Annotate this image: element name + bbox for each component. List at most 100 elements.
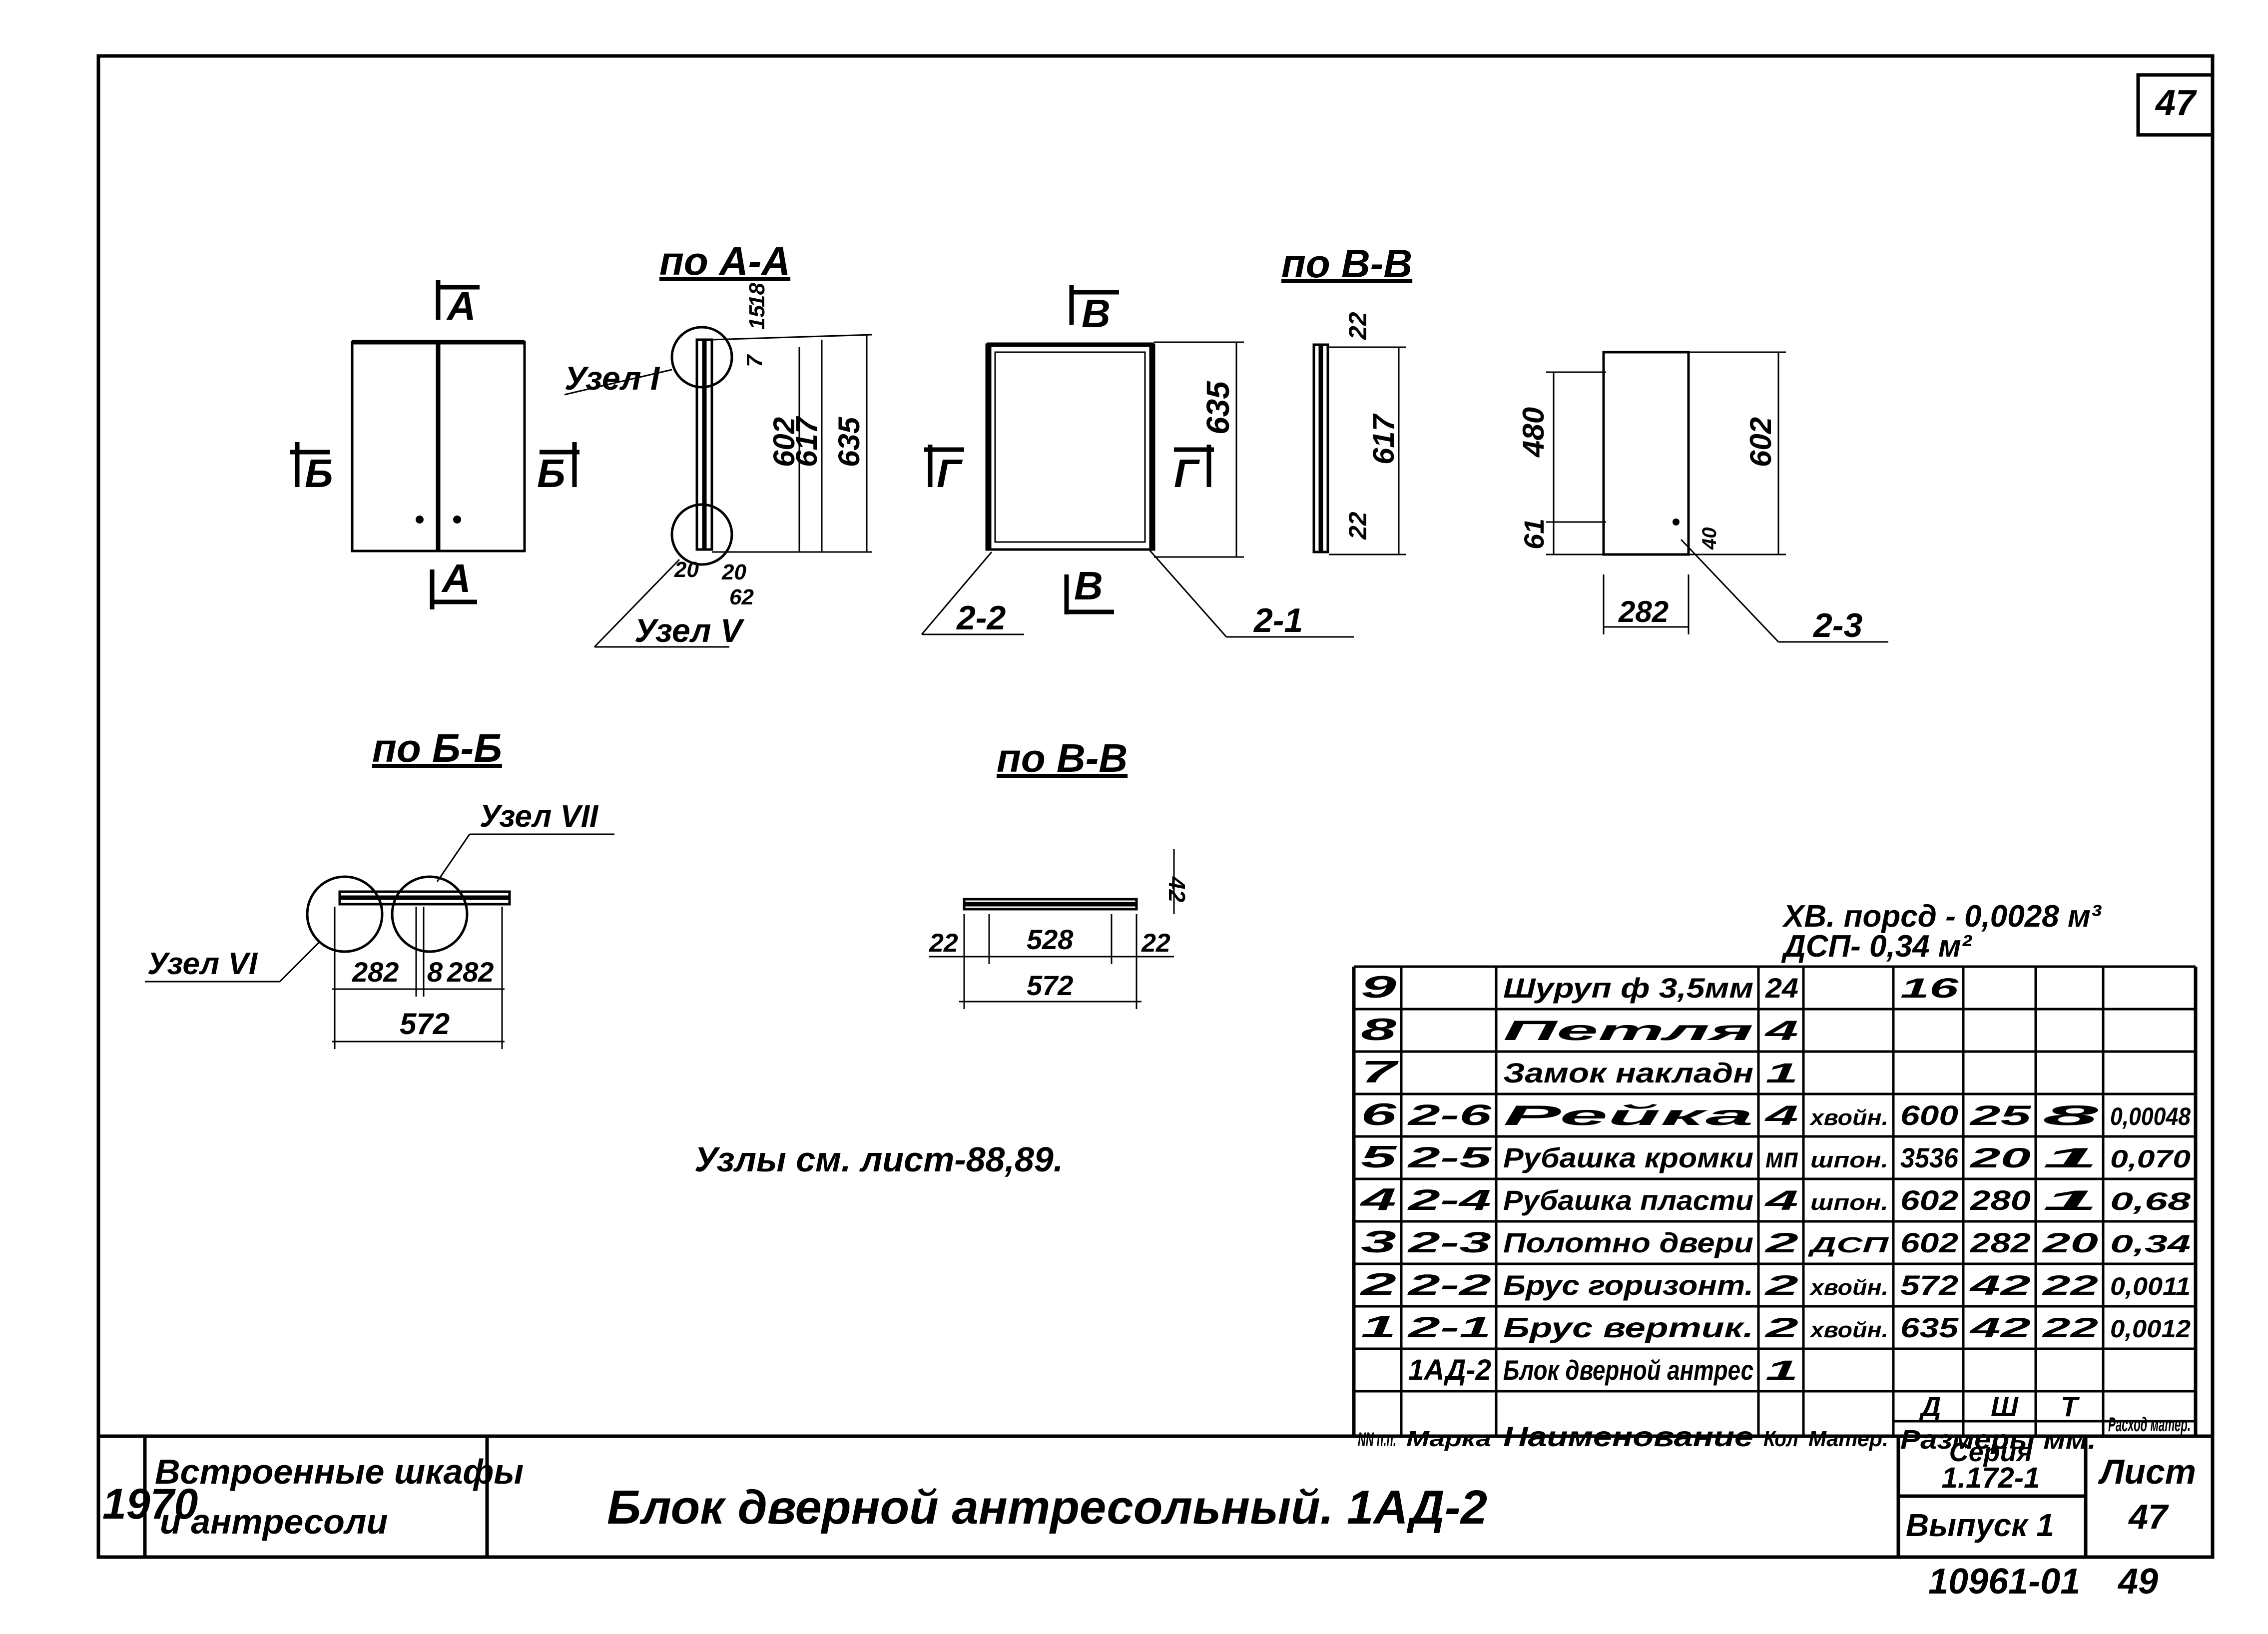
dim-15: 15 (745, 305, 769, 330)
spec-table-cell: 2-1 (1407, 1311, 1491, 1344)
section-vv-dim-22b: 22 (1344, 512, 1372, 540)
spec-table-header-consumption: Расход матер. (2108, 1414, 2191, 1436)
section-bb-node-circle-left (306, 875, 384, 953)
panel-dim-40: 40 (1699, 528, 1720, 550)
title-block-issue: Выпуск 1 (1906, 1507, 2054, 1543)
cut-label-top-v: В (1082, 291, 1111, 336)
frame-leader-left-diag (921, 551, 993, 635)
title-block-collection-line1: Встроенные шкафы (155, 1452, 524, 1491)
section-aa: по А-А Узел I Узел V 602 617 635 15 18 7… (564, 239, 872, 649)
spec-table-cell: 3536 (1900, 1142, 1959, 1173)
section-vv-bottom-dim-22a: 22 (929, 929, 958, 958)
spec-table-header-nn: NN п.п. (1358, 1429, 1396, 1451)
section-vv-bottom-dim-42: 42 (1164, 876, 1190, 903)
section-aa-node-bottom-leader-diag (593, 558, 680, 648)
spec-table-cell: 4 (1764, 1099, 1798, 1131)
spec-table-cell: 282 (1970, 1227, 2031, 1258)
spec-table-cell: 2-4 (1407, 1184, 1491, 1216)
cut-label-left-g: Г (937, 451, 963, 496)
spec-table-cell: хвойн. (1809, 1318, 1888, 1342)
spec-table-cell: 2 (1764, 1227, 1798, 1258)
spec-table-cell: 16 (1900, 972, 1959, 1004)
material-totals-line2: ДСП- 0,34 м² (1781, 929, 1972, 964)
cut-label-right-b: Б (537, 451, 566, 496)
spec-table-cell: Рубашка пласти (1503, 1184, 1753, 1216)
spec-table-cell: 1 (2043, 1184, 2098, 1216)
panel-leader-label: 2-3 (1812, 606, 1862, 644)
section-aa-ext-top (711, 334, 872, 341)
panel-dim-602: 602 (1744, 417, 1777, 467)
spec-table-cell: 5 (1361, 1140, 1398, 1174)
dim-20a: 20 (674, 557, 699, 582)
frame-outer (985, 343, 1155, 551)
dim-20b: 20 (721, 560, 746, 584)
spec-table-cell: Шуруп ф 3,5мм (1503, 972, 1753, 1004)
cut-label-top-a: А (446, 284, 476, 328)
spec-table-cell: 602 (1900, 1184, 1958, 1216)
material-totals-line1: ХВ. порсд - 0,0028 м³ (1782, 899, 2102, 934)
spec-table-cell: 22 (2042, 1312, 2098, 1343)
spec-table-cell: 1 (1765, 1057, 1798, 1089)
section-bb: по Б-Б Узел VII Узел VI 282 8 282 572 (145, 726, 614, 1049)
spec-table-cell: 0,00048 (2110, 1102, 2191, 1130)
spec-table-cell: 20 (1969, 1142, 2031, 1173)
spec-table-cell: 1 (2043, 1142, 2098, 1173)
spec-table-cell: 4 (1764, 1015, 1798, 1046)
title-block-sheet-label: Лист (2098, 1452, 2196, 1491)
spec-table-cell: 0,070 (2110, 1145, 2191, 1173)
spec-table-cell: 2 (1764, 1312, 1798, 1343)
section-vv-bottom: по В-В 42 22 528 22 572 (929, 736, 1190, 1009)
front-view: А А Б Б (290, 280, 579, 609)
cut-label-bottom-a: А (441, 556, 471, 600)
sheet-number-box (2136, 73, 2215, 137)
spec-table-cell: 0,0011 (2110, 1272, 2191, 1300)
spec-table-cell: 2-5 (1407, 1141, 1492, 1174)
panel-dim-480: 480 (1517, 407, 1550, 458)
spec-table-cell: 8 (2043, 1099, 2100, 1131)
spec-table-cell: Замок накладн (1503, 1057, 1753, 1089)
spec-table-cell: 7 (1361, 1055, 1399, 1089)
footer-page: 49 (2117, 1562, 2158, 1602)
section-aa-node-bottom-label: Узел V (634, 612, 745, 649)
title-block-sheet: 47 (2128, 1497, 2169, 1536)
spec-table-cell: 6 (1361, 1097, 1397, 1132)
spec-table-cell: мп (1765, 1142, 1798, 1173)
section-aa-node-top-leader (564, 369, 672, 396)
spec-table-cell: 0,34 (2110, 1230, 2191, 1258)
spec-table-cell: 4 (1359, 1182, 1396, 1217)
cut-label-bottom-v: В (1074, 563, 1103, 608)
spec-table-cell: 2-6 (1407, 1099, 1492, 1131)
spec-table-cell: Полотно двери (1503, 1227, 1753, 1258)
section-bb-dim-572: 572 (400, 1007, 450, 1041)
panel-outline (1602, 351, 1690, 556)
spec-table-cell: 0,68 (2110, 1187, 2191, 1215)
spec-table-cell: 1АД-2 (1408, 1354, 1491, 1386)
nodes-note: Узлы см. лист-88,89. (694, 1140, 1063, 1179)
spec-table-cell: 20 (2042, 1227, 2098, 1258)
spec-table-cell: Блок дверной антрес (1503, 1354, 1753, 1386)
spec-table-cell: 4 (1764, 1184, 1798, 1216)
title-block-series: 1.172-1 (1942, 1462, 2040, 1494)
spec-table-cell: 1 (1765, 1354, 1798, 1386)
panel-dim-282: 282 (1618, 595, 1669, 628)
title-block-title: Блок дверной антресольный. 1АД-2 (607, 1481, 1487, 1534)
dim-7: 7 (742, 354, 767, 367)
spec-table-header-sh: Ш (1991, 1391, 2019, 1422)
dim-18: 18 (745, 283, 769, 307)
spec-table-cell: шпон. (1810, 1190, 1888, 1215)
spec-table-cell: хвойн. (1809, 1275, 1888, 1300)
frame-inner (994, 351, 1146, 543)
spec-table-cell: 572 (1900, 1269, 1958, 1301)
spec-table-header-sizes: Размеры мм. (1900, 1425, 2096, 1455)
section-aa-node-circle-bottom (670, 503, 733, 566)
spec-table-cell: 600 (1900, 1099, 1958, 1131)
front-view-lock-right (453, 516, 461, 524)
title-block-collection-line2: и антресоли (160, 1502, 388, 1541)
spec-table-cell: 3 (1361, 1225, 1396, 1259)
spec-table-cell: 8 (1361, 1013, 1397, 1047)
section-bb-title: по Б-Б (372, 726, 502, 770)
spec-table-cell: 280 (1970, 1184, 2031, 1216)
spec-table-header-t: Т (2061, 1391, 2080, 1422)
